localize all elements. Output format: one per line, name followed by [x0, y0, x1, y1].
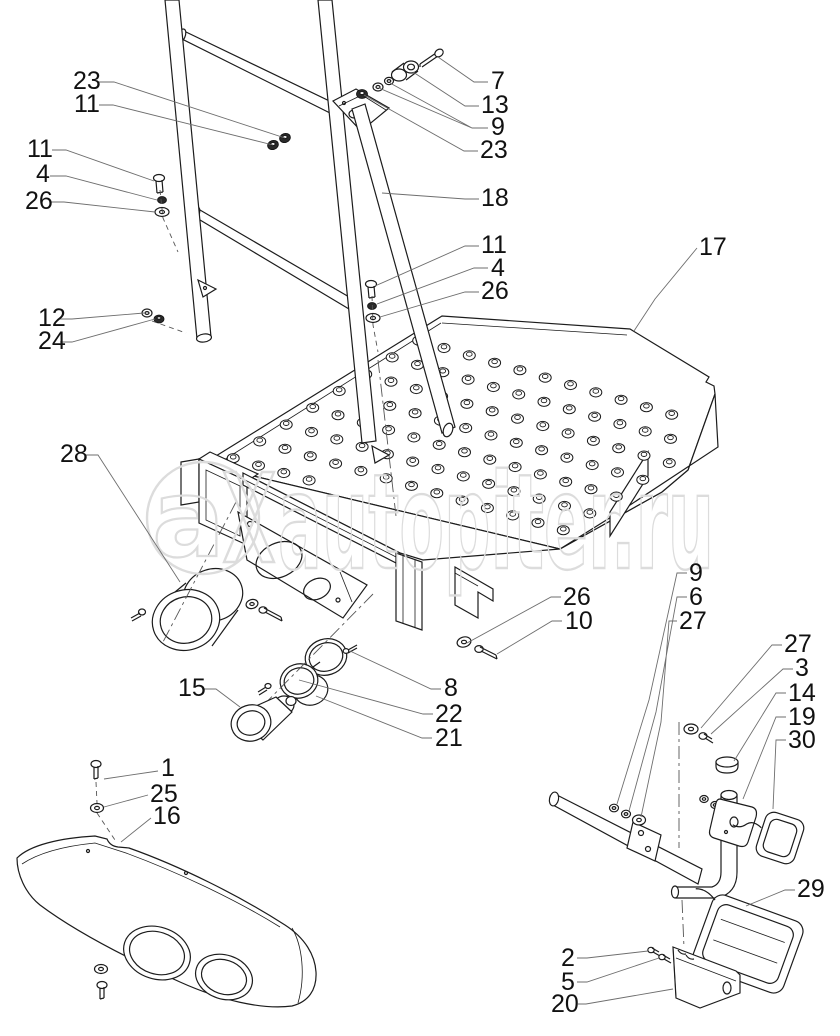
callout-23: 23	[480, 136, 508, 164]
bolt-3	[698, 732, 714, 744]
callout-27: 27	[679, 607, 707, 635]
callout-30: 30	[788, 726, 816, 754]
screw-8	[342, 644, 358, 654]
washer-27-left	[631, 814, 647, 826]
callout-4: 4	[36, 160, 50, 188]
callout-21: 21	[435, 724, 463, 752]
callout-14: 14	[788, 679, 816, 707]
screw-ring	[257, 682, 272, 696]
bolt-7	[419, 48, 444, 68]
callout-5: 5	[561, 968, 575, 996]
support-tube-18	[351, 103, 456, 434]
watermark: a autopiter.ru	[145, 445, 715, 601]
centerline-lamp-bar	[678, 722, 685, 949]
watermark-logo-x	[222, 470, 276, 564]
hardware-under-platform	[245, 598, 498, 660]
callout-6: 6	[689, 583, 703, 611]
screw-5	[658, 953, 672, 964]
watermark-logo-circle	[145, 460, 261, 576]
callout-22: 22	[435, 700, 463, 728]
gasket-ring-22	[278, 661, 321, 702]
headlamp-28	[130, 567, 244, 652]
leader-lines	[50, 56, 795, 1005]
bumper-16	[16, 835, 317, 1008]
screw-2	[647, 946, 661, 957]
callout-2: 2	[561, 944, 575, 972]
callout-11: 11	[27, 135, 53, 163]
washer-26-mid	[456, 636, 472, 648]
callout-11: 11	[481, 231, 507, 259]
hardware-top	[141, 48, 444, 517]
callout-29: 29	[797, 875, 825, 903]
callout-7: 7	[491, 67, 505, 95]
callout-1: 1	[161, 754, 175, 782]
washer-25	[89, 802, 105, 814]
screw-bumper-bottom	[96, 980, 108, 1000]
screw-11-left	[152, 173, 166, 194]
screw-headlamp	[130, 608, 147, 622]
platform-substructure	[180, 451, 494, 631]
callout-3: 3	[795, 654, 809, 682]
callout-27: 27	[784, 630, 812, 658]
washer-bumper-bottom	[93, 963, 109, 975]
callout-9: 9	[491, 113, 505, 141]
centerline-headlamp	[162, 501, 237, 643]
bolt-10	[474, 644, 498, 660]
side-lamp-30	[732, 811, 805, 865]
callout-19: 19	[788, 703, 816, 731]
washer-6	[620, 809, 632, 819]
washer-9b	[383, 76, 395, 86]
screw-1	[90, 759, 102, 780]
callout-15: 15	[178, 674, 206, 702]
washer-27-right	[683, 723, 699, 735]
nut-4-left	[157, 196, 167, 204]
platform-slot	[609, 449, 649, 539]
washer-left-pair	[245, 598, 259, 610]
horizontal-tube	[552, 792, 703, 885]
callout-25: 25	[150, 780, 178, 808]
callout-26: 26	[481, 277, 509, 305]
callout-26: 26	[563, 583, 591, 611]
washer-tube-a	[699, 794, 709, 804]
washer-9a	[372, 82, 384, 92]
bracket-plate-19	[708, 798, 758, 848]
callout-17: 17	[699, 233, 727, 261]
ladder-rung-mid	[188, 209, 357, 310]
lamp-15	[230, 695, 297, 742]
callout-26: 26	[25, 187, 53, 215]
callout-16: 16	[153, 802, 181, 830]
callout-4: 4	[491, 254, 505, 282]
callout-18: 18	[481, 184, 509, 212]
ladder-assembly	[164, 0, 456, 464]
washer-9-bottom	[608, 803, 620, 813]
callout-9: 9	[689, 559, 703, 587]
ladder-right-rail	[317, 0, 377, 444]
callout-23: 23	[73, 67, 101, 95]
bushing-13	[390, 60, 420, 82]
ladder-rung-top	[174, 31, 345, 118]
watermark-text: autopiter.ru	[278, 446, 714, 600]
watermark-logo-letter: a	[152, 457, 225, 582]
callout-8: 8	[444, 674, 458, 702]
lamp-bar-assembly	[548, 722, 805, 1009]
cap-14	[715, 756, 739, 774]
bolt-left-pair	[258, 606, 283, 622]
callout-12: 12	[38, 304, 66, 332]
callout-24: 24	[38, 327, 66, 355]
callout-13: 13	[481, 91, 509, 119]
callout-11: 11	[74, 90, 100, 118]
screw-11-right	[364, 279, 378, 299]
callout-labels: 23 11 11 4 26 12 24 28 15 1 25 16 7 13 9…	[25, 67, 825, 1018]
callout-20: 20	[551, 990, 579, 1018]
callout-10: 10	[565, 607, 593, 635]
tube-flange-plate	[626, 821, 662, 862]
callout-28: 28	[60, 440, 88, 468]
bracket-20	[672, 946, 741, 1009]
